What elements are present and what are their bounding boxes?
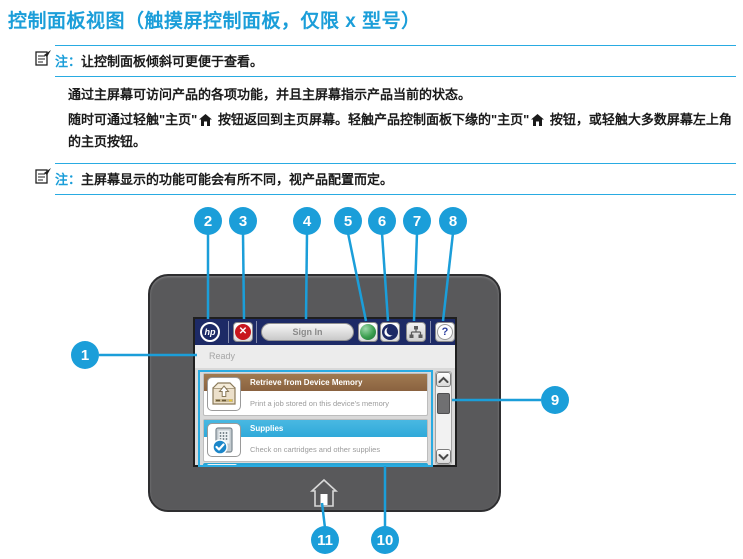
leader-line-3 [241, 232, 246, 320]
menu-item-partial[interactable] [203, 463, 428, 466]
sign-in-button[interactable]: Sign In [261, 323, 354, 341]
leader-line-4 [304, 232, 309, 320]
chevron-up-icon [438, 376, 449, 383]
menu-scrollbar[interactable] [435, 371, 452, 465]
callout-8: 8 [439, 207, 467, 235]
network-button[interactable] [406, 322, 426, 342]
paragraph-2-part1: 随时可通过轻触"主页" [68, 112, 198, 127]
supplies-icon [207, 423, 241, 457]
paragraph-2-part3: 按钮，或轻触大多数屏幕左上角的主页按钮。 [68, 112, 732, 149]
paragraph-2: 随时可通过轻触"主页" 按钮返回到主页屏幕。轻触产品控制面板下缘的"主页" 按钮… [68, 110, 736, 152]
moon-icon [382, 324, 398, 340]
chevron-down-icon [438, 453, 449, 460]
menu-item-title: Supplies [204, 420, 427, 437]
menu-item-subtitle: Print a job stored on this device's memo… [250, 399, 389, 408]
stop-button[interactable]: ✕ [233, 322, 253, 342]
callout-9: 9 [541, 386, 569, 414]
leader-line-6 [380, 232, 390, 322]
note-text: 主屏幕显示的功能可能会有所不同，视产品配置而定。 [81, 172, 394, 187]
toolbar-divider [228, 321, 229, 343]
menu-item-retrieve-from-device-memory[interactable]: Retrieve from Device Memory Print a job … [203, 373, 428, 416]
leader-line-5 [346, 232, 368, 322]
scroll-down-button[interactable] [436, 449, 451, 464]
note-1: 注：让控制面板倾斜可更便于查看。 [35, 45, 736, 77]
toolbar-divider [430, 321, 431, 343]
language-button[interactable] [358, 322, 378, 342]
callout-6: 6 [368, 207, 396, 235]
retrieve-from-memory-icon [207, 377, 241, 411]
callout-leader-lines [99, 232, 541, 529]
callout-4: 4 [293, 207, 321, 235]
help-question-icon: ? [437, 324, 453, 340]
touchscreen: hp ✕ Sign In [193, 317, 457, 467]
touchscreen-toolbar: hp ✕ Sign In [195, 319, 455, 345]
leader-line-7 [412, 232, 419, 322]
paragraph-2-part2: 按钮返回到主页屏幕。轻触产品控制面板下缘的"主页" [214, 112, 530, 127]
stop-x-icon: ✕ [235, 324, 251, 340]
paragraph-1: 通过主屏幕可访问产品的各项功能，并且主屏幕指示产品当前的状态。 [68, 87, 472, 102]
note-2: 注：主屏幕显示的功能可能会有所不同，视产品配置而定。 [35, 163, 736, 195]
sleep-button[interactable] [380, 322, 400, 342]
home-button[interactable] [309, 477, 339, 514]
note-label: 注： [55, 54, 82, 69]
menu-item-subtitle: Check on cartridges and other supplies [250, 445, 381, 454]
control-panel-diagram: hp ✕ Sign In [0, 200, 743, 559]
hp-logo-button[interactable]: hp [200, 322, 220, 342]
note-label: 注： [55, 172, 82, 187]
callout-3: 3 [229, 207, 257, 235]
callout-7: 7 [403, 207, 431, 235]
scroll-up-button[interactable] [436, 372, 451, 387]
home-icon [199, 112, 213, 132]
network-icon [409, 325, 423, 338]
status-text: Ready [209, 351, 236, 361]
callout-11: 11 [311, 526, 339, 554]
callout-2: 2 [194, 207, 222, 235]
callout-5: 5 [334, 207, 362, 235]
leader-line-8 [441, 232, 455, 322]
scrollbar-thumb[interactable] [437, 393, 450, 414]
page-title: 控制面板视图（触摸屏控制面板，仅限 x 型号） [8, 11, 421, 32]
menu-callout-outline [198, 370, 433, 467]
toolbar-divider [256, 321, 257, 343]
status-bar: Ready [195, 345, 455, 368]
callout-10: 10 [371, 526, 399, 554]
callout-1: 1 [71, 341, 99, 369]
note-icon [35, 168, 52, 187]
note-icon [35, 50, 52, 69]
menu-item-supplies[interactable]: Supplies Check on cartridges and other s… [203, 419, 428, 462]
menu-item-title: Retrieve from Device Memory [204, 374, 427, 391]
leader-line-11 [320, 502, 327, 529]
note-text: 让控制面板倾斜可更便于查看。 [81, 54, 264, 69]
home-icon [531, 112, 545, 132]
globe-icon [360, 324, 376, 340]
help-button[interactable]: ? [435, 322, 455, 342]
